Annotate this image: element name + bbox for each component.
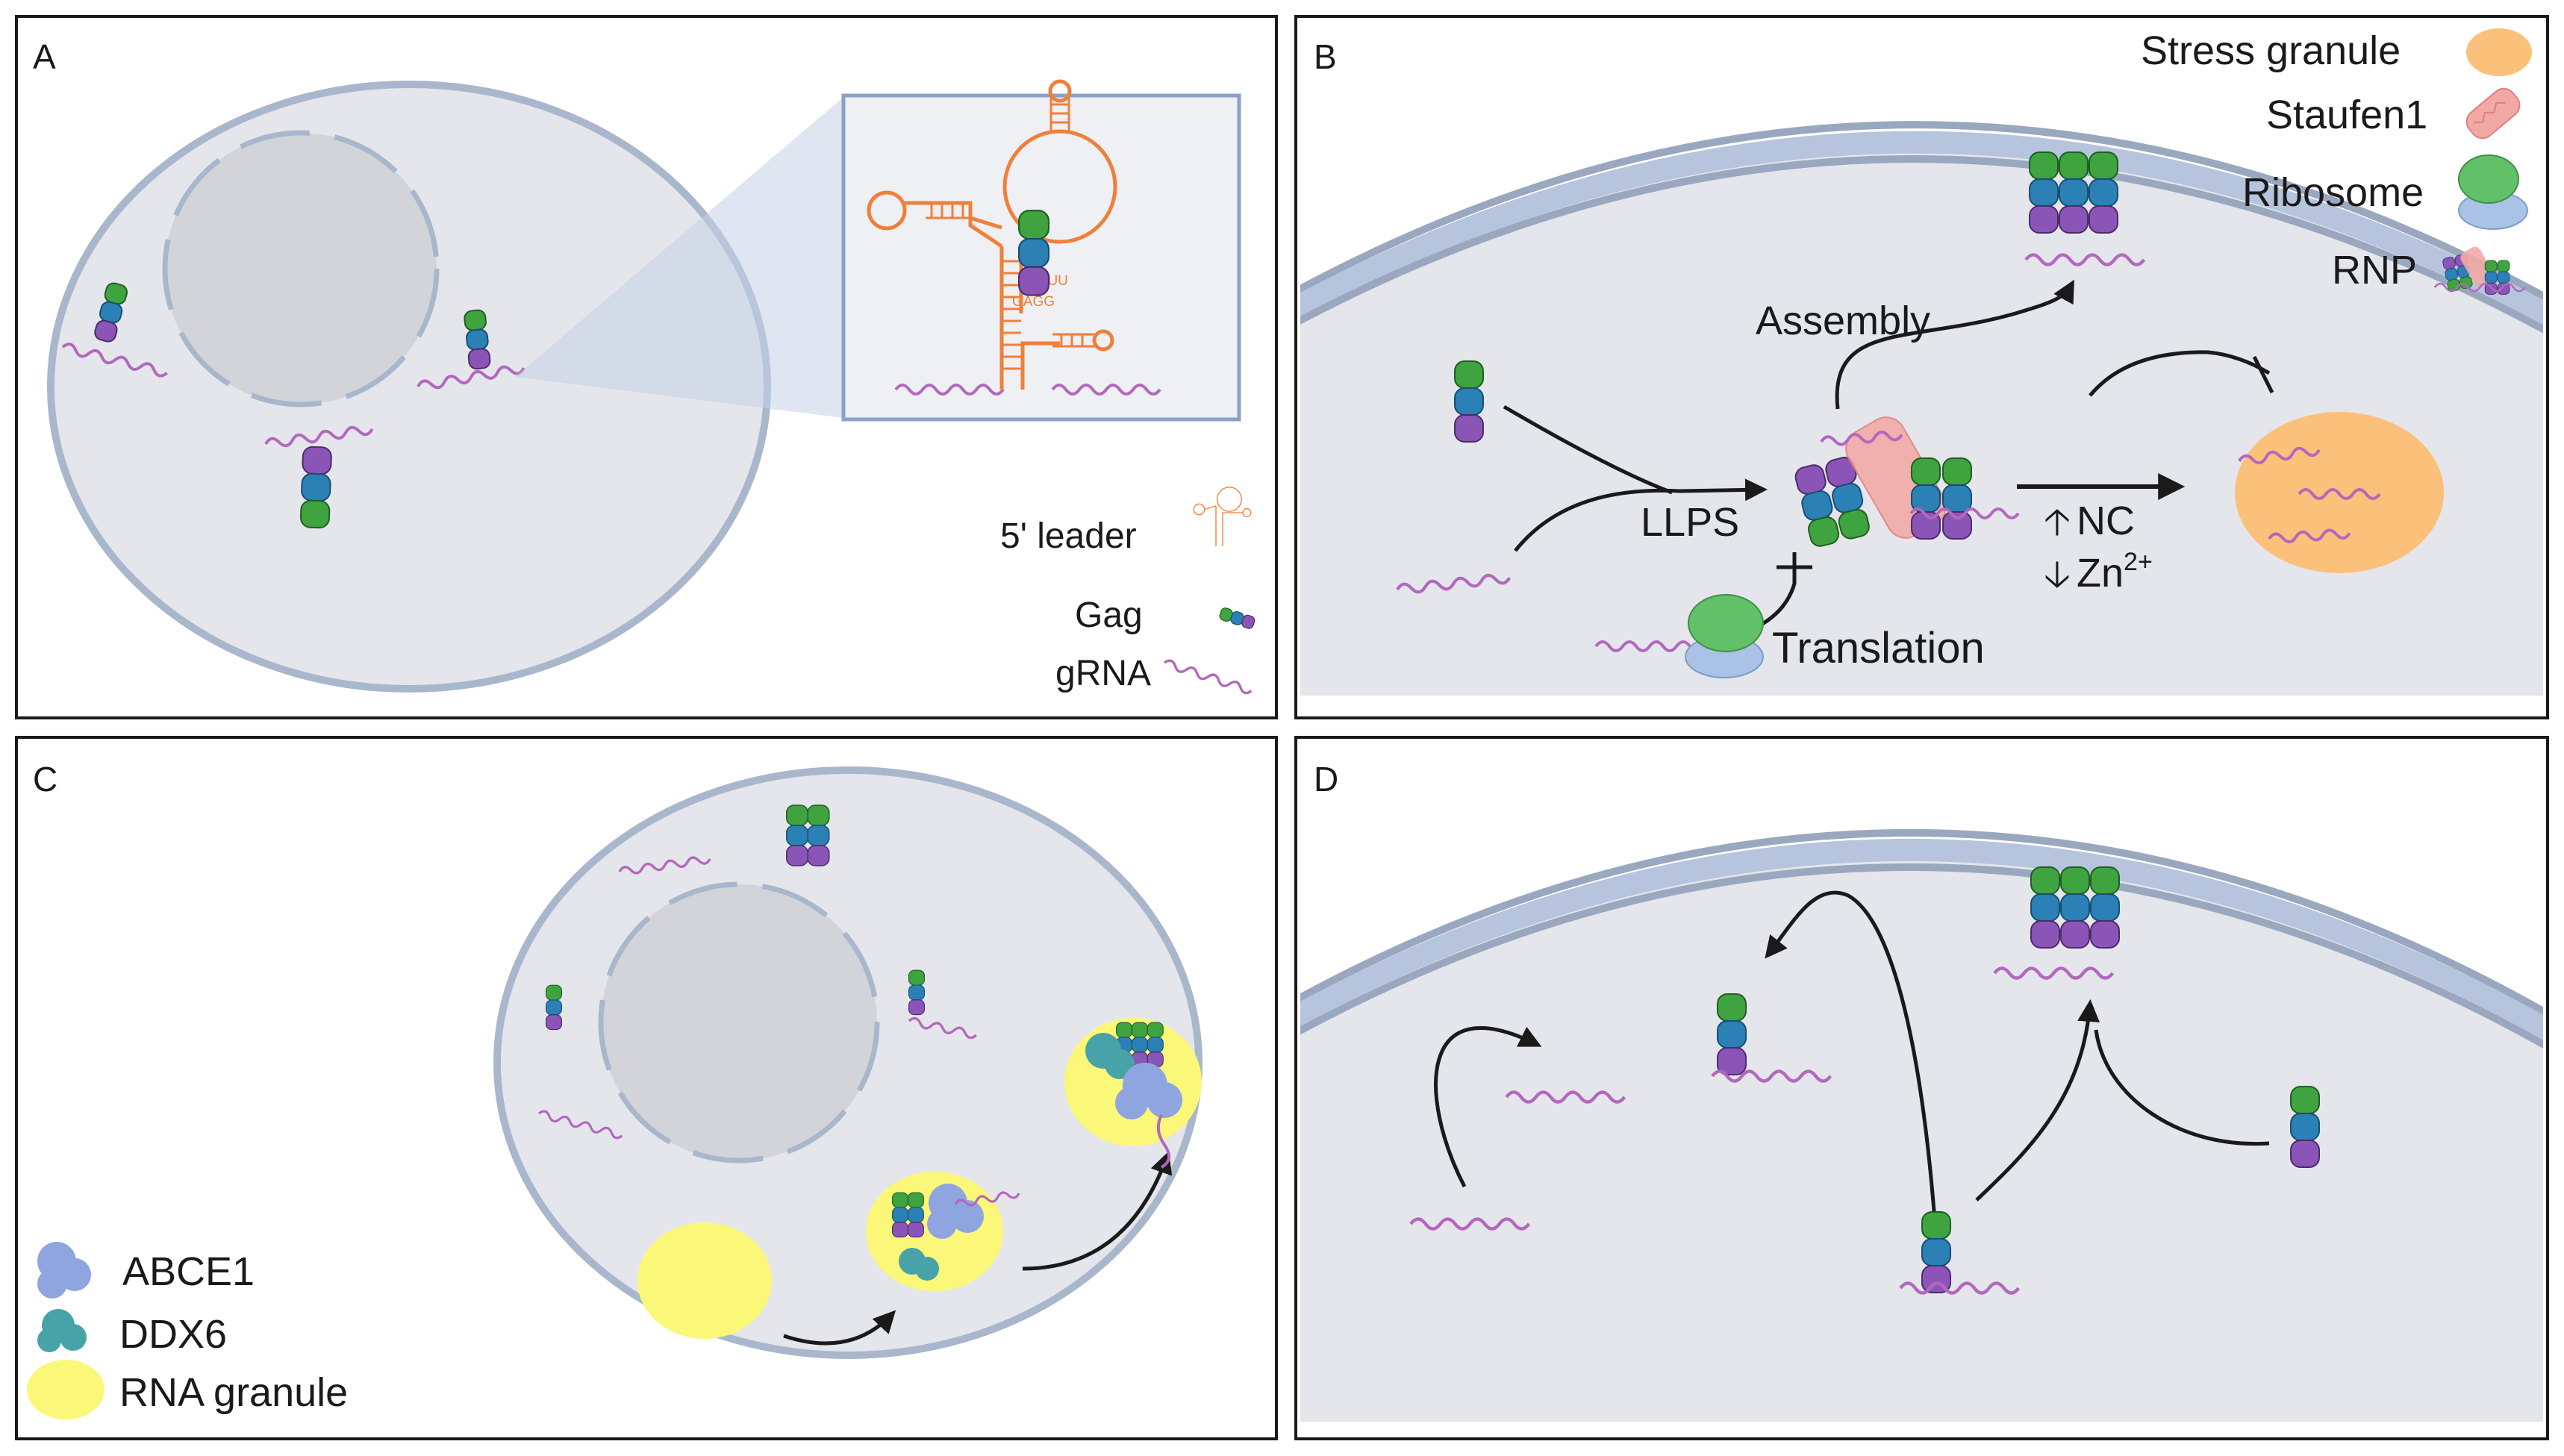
legend-rnp-label: RNP [2332,248,2417,293]
legend-ribosome-label: Ribosome [2242,170,2424,215]
gag-lattice [2030,152,2118,233]
rna-granule-icon [27,1360,105,1419]
gag-lattice [2031,867,2119,948]
stress-granule-inhibit-line [2089,350,2271,397]
panel-d: D [1294,736,2549,1440]
stress-granule-icon [2466,28,2532,76]
rna-stem-loop-icon [1193,487,1252,547]
nucleus-a [162,130,440,407]
rna-strand-icon [1156,1114,1170,1169]
membrane-inner [1300,155,2543,334]
gag-protein-icon [299,446,333,529]
abce1-protein-icon [37,1242,91,1299]
transport-arrow-long [1765,890,1938,1241]
panel-b: B Stress granule Staufen1 Ribosome RNP L… [1294,15,2549,719]
llps-label: LLPS [1641,500,1739,545]
membrane-inner [1300,863,2543,1049]
zn-down-arrow: 🡣 [2044,553,2071,595]
diffusion-arrow-1 [1434,1026,1542,1188]
panel-a: A [15,15,1278,719]
rna-granule-empty [637,1222,772,1339]
zn-label: Zn2+ [2077,548,2153,596]
gag-protein-icon [1454,360,1484,443]
legend-ddx6-label: DDX6 [119,1312,227,1357]
cytoplasm-d [1300,852,2543,1422]
rnp-complex-icon [2433,246,2526,295]
gag-protein-icon [908,969,925,1016]
gag-protein-icon [2290,1086,2320,1168]
zoom-cone [515,97,843,418]
ddx6-protein-icon [899,1248,939,1281]
gag-protein-icon [545,984,563,1031]
membrane-d [1300,839,2543,1041]
llps-arrow-gag [1503,404,1673,495]
panel-c-letter: C [33,760,57,799]
ribosome-icon [2458,154,2528,230]
legend-gag-label: Gag [1075,596,1143,635]
abce1-protein-icon [1115,1063,1182,1119]
granule-arrow-2 [1022,1151,1173,1271]
translation-label: Translation [1772,624,1985,672]
membrane-outer [1300,121,2543,301]
panel-a-letter: A [33,37,56,76]
cytoplasm-b [1300,145,2543,696]
membrane-b [1300,131,2543,325]
panel-c: C ABCE1 [15,736,1278,1440]
abce1-protein-icon [927,1184,984,1239]
nc-label: NC [2077,499,2135,543]
gag-protein-icon [1921,1211,1951,1293]
legend-grna-label: gRNA [1055,654,1151,693]
legend-staufen-label: Staufen1 [2266,93,2427,137]
rnp-condensate [1792,416,2020,549]
llps-arrow [1514,478,1768,552]
ddx6-protein-icon [37,1309,87,1352]
gag-protein-icon [1717,993,1747,1075]
gag-protein-icon [1018,210,1049,296]
legend-abce1-label: ABCE1 [122,1249,255,1294]
transport-arrow-gag [2094,1029,2270,1146]
legend-leader-label: 5' leader [1000,516,1137,556]
legend-rna-granule-label: RNA granule [119,1370,348,1415]
ribosome-icon [1685,594,1764,678]
staufen-protein-icon [2465,87,2521,140]
panel-d-letter: D [1314,760,1338,799]
gag-protein-icon [786,804,830,866]
membrane-outer [1300,829,2543,1016]
panel-b-letter: B [1314,37,1337,76]
legend-stress-granule-label: Stress granule [2141,28,2401,73]
transport-arrow-gag-rna [1975,999,2100,1202]
nc-up-arrow: 🡡 [2044,501,2071,543]
inset-sequence-bottom: GAGG [1012,294,1055,310]
assembly-label: Assembly [1756,299,1930,343]
legend-a: 5' leader Gag gRNA [1000,487,1256,696]
granule-arrow-1 [783,1310,896,1346]
nucleus-c [598,881,880,1163]
inhibition-bar [2252,355,2274,394]
gag-protein-icon [892,1192,924,1238]
assembly-arrow [1835,279,2074,410]
